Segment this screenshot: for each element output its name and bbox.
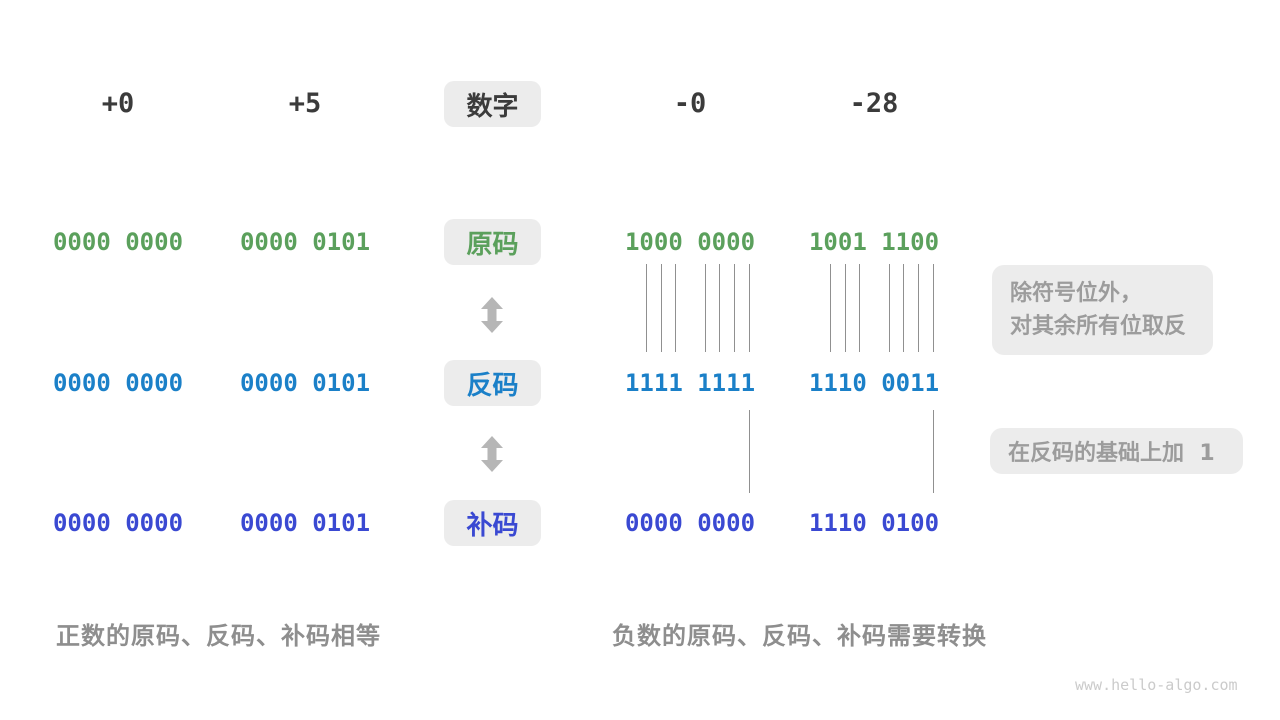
negative-numbers-caption: 负数的原码、反码、补码需要转换	[612, 622, 987, 650]
ones-complement-value-minus0: 1111 1111	[624, 369, 756, 397]
sign-magnitude-value-plus0: 0000 0000	[52, 228, 184, 256]
sign-magnitude-chip: 原码	[444, 219, 541, 265]
plus-one-tick-line-minus28	[808, 410, 940, 493]
ones-complement-value-plus0: 0000 0000	[52, 369, 184, 397]
sign-magnitude-value-plus5: 0000 0101	[239, 228, 371, 256]
twos-complement-value-plus0: 0000 0000	[52, 509, 184, 537]
double-arrow-icon	[481, 436, 503, 472]
sign-magnitude-value-minus28: 1001 1100	[808, 228, 940, 256]
number-plus-5: +5	[288, 88, 322, 119]
twos-complement-value-plus5: 0000 0101	[239, 509, 371, 537]
sign-magnitude-value-minus0: 1000 0000	[624, 228, 756, 256]
twos-complement-value-minus0: 0000 0000	[624, 509, 756, 537]
invert-tick-lines-minus28	[808, 264, 940, 352]
number-plus-0: +0	[101, 88, 135, 119]
plus-one-tick-line-minus0	[624, 410, 756, 493]
invert-note-line2: 对其余所有位取反	[1010, 314, 1187, 339]
double-arrow-icon	[481, 297, 503, 333]
twos-complement-chip: 补码	[444, 500, 541, 546]
number-minus-28: -28	[849, 88, 899, 119]
watermark: www.hello-algo.com	[1075, 676, 1238, 694]
invert-note-line1: 除符号位外，	[1010, 281, 1143, 306]
plus-one-note: 在反码的基础上加 1	[990, 428, 1243, 474]
number-chip: 数字	[444, 81, 541, 127]
positive-numbers-caption: 正数的原码、反码、补码相等	[56, 622, 381, 650]
ones-complement-value-plus5: 0000 0101	[239, 369, 371, 397]
invert-tick-lines-minus0	[624, 264, 756, 352]
ones-complement-value-minus28: 1110 0011	[808, 369, 940, 397]
invert-note: 除符号位外， 对其余所有位取反	[992, 265, 1213, 355]
twos-complement-value-minus28: 1110 0100	[808, 509, 940, 537]
ones-complement-chip: 反码	[444, 360, 541, 406]
number-minus-0: -0	[673, 88, 707, 119]
